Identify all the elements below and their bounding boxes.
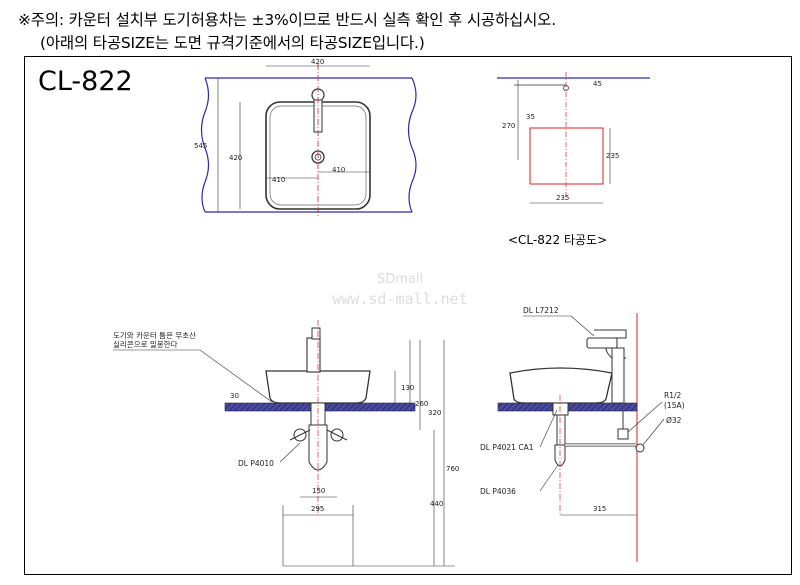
drawing-frame	[24, 56, 792, 575]
dim-width: 420	[311, 58, 324, 66]
pipe-dia-label: Ø32	[666, 416, 682, 425]
ptrap-label: DL P4036	[480, 487, 516, 496]
dim-to-counter: 320	[428, 409, 441, 417]
side-view: DL L7212 DL P4021 CA1 DL P4036 R1/2 (15A…	[480, 306, 685, 562]
dim-tap-offset: 35	[526, 113, 535, 121]
watermark-url: www.sd-mall.net	[332, 290, 467, 308]
trap-label: DL P4010	[238, 459, 274, 468]
dim-sink-height: 260	[415, 400, 428, 408]
hole-size-note: (아래의 타공SIZE는 도면 규격기준에서의 타공SIZE입니다.)	[40, 34, 425, 52]
dim-floor-height: 440	[430, 500, 443, 508]
dim-trap-width: 150	[312, 487, 325, 495]
dim-to-cut: 270	[502, 122, 515, 130]
dim-bowl-right: 410	[332, 166, 345, 174]
pipe-size-label2: (15A)	[664, 401, 685, 410]
hole-view: 45 35 270 235 235 <CL-822 타공도>	[497, 72, 650, 247]
dim-total-height: 760	[446, 465, 459, 473]
sealant-note-line2: 실리콘으로 밀봉한다	[113, 339, 178, 349]
dim-bowl-height: 130	[401, 384, 414, 392]
pipe-size-label: R1/2	[664, 391, 682, 400]
front-view: 도기와 카운터 틈은 무초산 실리콘으로 밀봉한다 30 130 260 320…	[113, 320, 459, 567]
dim-bowl-left: 410	[272, 176, 285, 184]
dim-offset: 45	[593, 80, 602, 88]
faucet-label: DL L7212	[523, 306, 559, 315]
warning-note: ※주의: 카운터 설치부 도기허용차는 ±3%이므로 반드시 실측 확인 후 시…	[18, 11, 556, 29]
dim-depth: 545	[194, 142, 207, 150]
dim-inner-depth: 420	[229, 154, 242, 162]
dim-outlet-width: 295	[311, 505, 324, 513]
dim-rim: 30	[230, 392, 239, 400]
dim-cut-width: 235	[556, 194, 569, 202]
dim-wall-width: 315	[593, 505, 606, 513]
sealant-note-line1: 도기와 카운터 틈은 무초산	[113, 330, 196, 340]
watermark-brand: SDmall	[377, 272, 423, 287]
waste-label: DL P4021 CA1	[480, 443, 534, 452]
hole-caption: <CL-822 타공도>	[508, 233, 607, 247]
top-view: 420 545 420 410 410	[194, 58, 417, 218]
dim-cut-height: 235	[606, 152, 619, 160]
model-title: CL-822	[38, 66, 133, 97]
